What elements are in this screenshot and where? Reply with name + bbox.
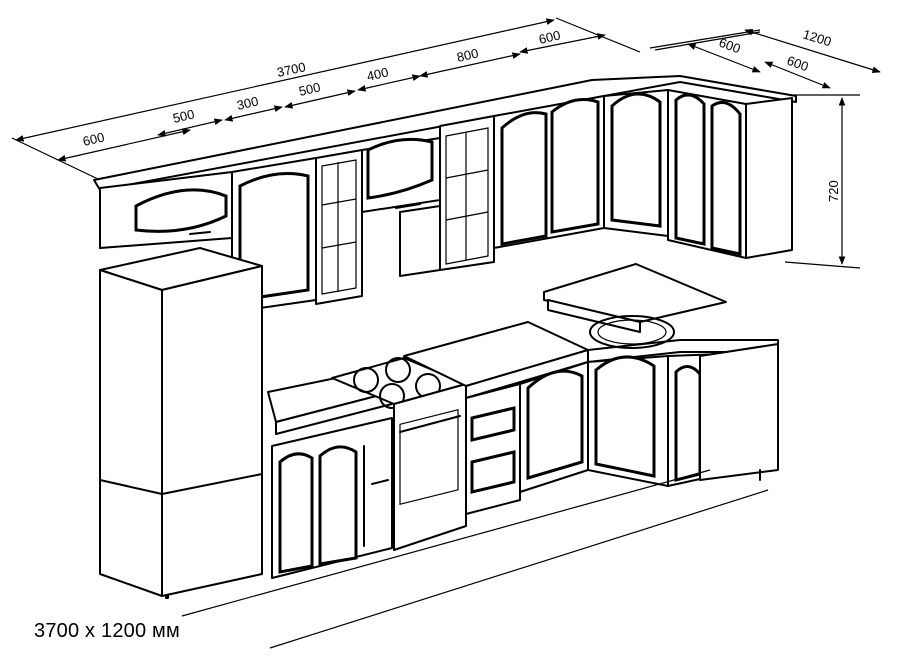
dim-label-300: 300: [235, 93, 260, 112]
dim-label-600-right: 600: [537, 27, 562, 46]
dim-label-3700: 3700: [276, 59, 307, 80]
dimension-lines: [11, 17, 881, 269]
dim-label-720: 720: [826, 180, 841, 202]
floor-lines: [181, 469, 769, 649]
dim-line-3700: [15, 18, 555, 142]
dimension-labels: 3700 600 500 300 500 400 800 600 1200 60…: [81, 27, 841, 202]
dim-label-500-b: 500: [297, 79, 322, 98]
dim-label-600-side-b: 600: [785, 53, 811, 75]
refrigerator: [99, 247, 263, 599]
dim-label-500-a: 500: [171, 106, 196, 125]
dim-label-600-side-a: 600: [717, 35, 743, 57]
size-caption: 3700 x 1200 мм: [34, 620, 180, 642]
dim-label-1200: 1200: [801, 27, 833, 50]
lower-cabinets: [267, 263, 779, 579]
dim-label-800: 800: [455, 45, 480, 64]
dim-label-600-left: 600: [81, 129, 106, 148]
dim-label-400: 400: [365, 64, 390, 83]
